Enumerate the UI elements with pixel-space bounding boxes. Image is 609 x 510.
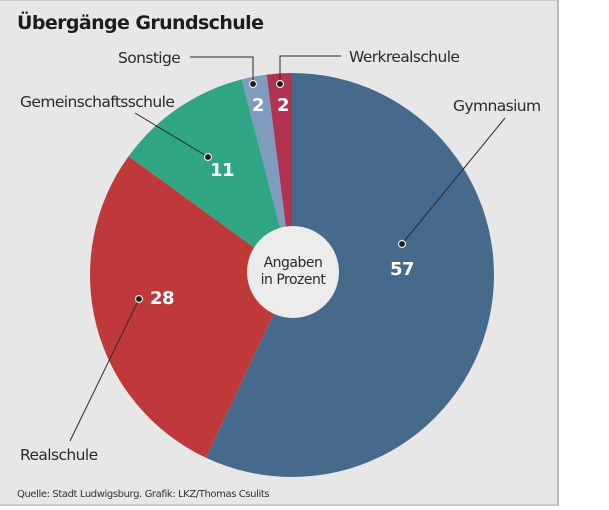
pie-slice-gymnasium	[205, 73, 494, 478]
leader-line-realschule	[69, 298, 140, 442]
leader-line-gemeinschaftsschule	[134, 112, 209, 158]
leader-line-werkrealschule	[279, 55, 341, 84]
dot-realschule	[134, 294, 144, 304]
dot-gymnasium	[397, 239, 407, 249]
leader-line-sonstige	[190, 56, 254, 84]
dot-gemeinschaftsschule	[203, 152, 213, 162]
chart-title: Übergänge Grundschule	[17, 12, 264, 34]
value-werkrealschule: 2	[277, 95, 289, 116]
pie-chart: Angaben in Prozent Sonstige Werkrealschu…	[20, 48, 541, 478]
center-label-line1: Angaben	[264, 255, 323, 271]
leader-line-gymnasium	[401, 117, 506, 245]
dot-sonstige	[248, 79, 258, 89]
value-realschule: 28	[150, 288, 174, 309]
chart-panel: Übergänge Grundschule Angaben in Prozent…	[0, 0, 559, 506]
pie-slice-gemeinschaftsschule	[128, 79, 292, 275]
pie-slices	[89, 73, 494, 478]
center-label-line2: in Prozent	[261, 272, 327, 288]
value-gymnasium: 57	[390, 259, 414, 280]
label-sonstige: Sonstige	[118, 49, 180, 67]
leader-dots	[134, 79, 407, 304]
label-gymnasium: Gymnasium	[453, 97, 541, 115]
pie-slice-werkrealschule	[266, 73, 292, 275]
label-realschule: Realschule	[20, 446, 98, 464]
pie-slice-realschule	[89, 156, 293, 458]
label-werkrealschule: Werkrealschule	[349, 48, 459, 66]
label-gemeinschaftsschule: Gemeinschaftsschule	[20, 93, 174, 111]
value-sonstige: 2	[252, 95, 264, 116]
source-credit: Quelle: Stadt Ludwigsburg. Grafik: LKZ/T…	[17, 489, 270, 500]
center-circle	[247, 226, 339, 318]
value-gemeinschaftsschule: 11	[210, 160, 234, 181]
leader-lines	[69, 55, 506, 442]
dot-werkrealschule	[275, 79, 285, 89]
pie-slice-sonstige	[241, 74, 292, 275]
